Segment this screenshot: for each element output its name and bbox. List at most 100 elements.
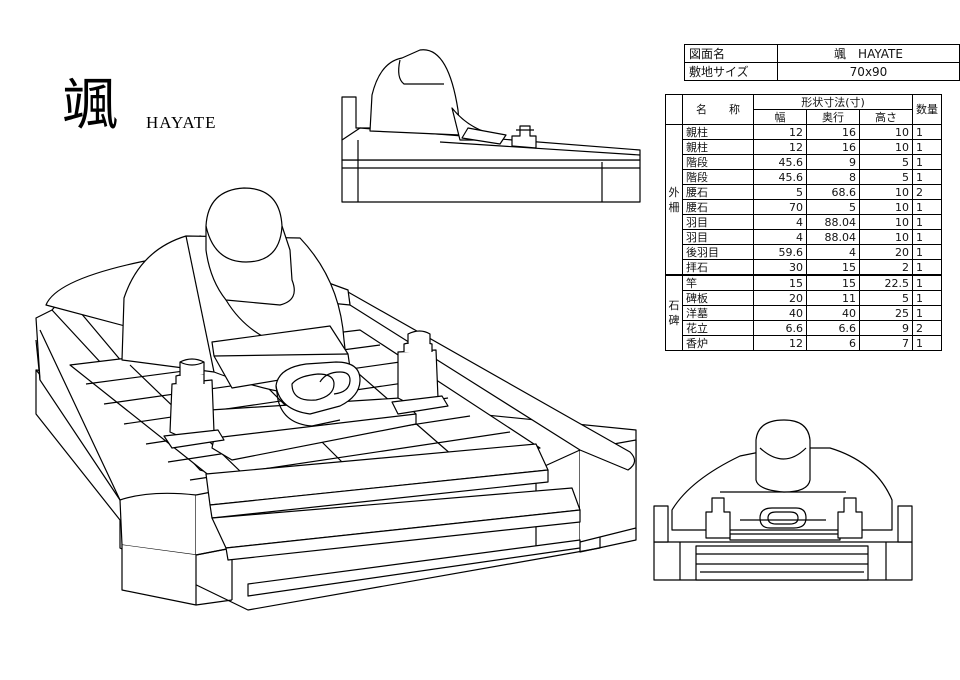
column-header-dims: 形状寸法(寸) (753, 94, 913, 110)
depth-value: 68.6 (806, 184, 860, 200)
depth-value: 11 (806, 290, 860, 306)
depth-value: 16 (806, 124, 860, 140)
front-elevation-view (654, 420, 912, 580)
width-value: 59.6 (753, 244, 807, 260)
width-value: 15 (753, 274, 807, 291)
column-header-name: 名 称 (682, 94, 754, 125)
qty-value: 1 (912, 229, 942, 245)
qty-value: 1 (912, 169, 942, 185)
column-header-height: 高さ (859, 109, 913, 125)
item-name: 碑板 (682, 290, 754, 306)
width-value: 30 (753, 259, 807, 276)
qty-value: 1 (912, 124, 942, 140)
width-value: 45.6 (753, 154, 807, 170)
item-name: 親柱 (682, 124, 754, 140)
height-value: 10 (859, 229, 913, 245)
width-value: 5 (753, 184, 807, 200)
width-value: 45.6 (753, 169, 807, 185)
qty-value: 1 (912, 244, 942, 260)
table-header-row: 名 称 形状寸法(寸) 数量 (665, 94, 942, 125)
width-value: 12 (753, 124, 807, 140)
group-label: 石碑 (665, 274, 683, 351)
height-value: 20 (859, 244, 913, 260)
item-name: 腰石 (682, 199, 754, 215)
width-value: 6.6 (753, 320, 807, 336)
info-value: 70x90 (777, 62, 960, 81)
depth-value: 6.6 (806, 320, 860, 336)
height-value: 2 (859, 259, 913, 276)
item-name: 腰石 (682, 184, 754, 200)
item-name: 拝石 (682, 259, 754, 276)
column-header-width: 幅 (753, 109, 807, 125)
depth-value: 88.04 (806, 214, 860, 230)
item-name: 親柱 (682, 139, 754, 155)
depth-value: 15 (806, 274, 860, 291)
info-row-site-size: 敷地サイズ 70x90 (684, 62, 960, 81)
column-header-depth: 奥行 (806, 109, 860, 125)
depth-value: 40 (806, 305, 860, 321)
depth-value: 9 (806, 154, 860, 170)
qty-value: 1 (912, 305, 942, 321)
depth-value: 16 (806, 139, 860, 155)
width-value: 70 (753, 199, 807, 215)
isometric-view (36, 188, 636, 610)
qty-value: 1 (912, 290, 942, 306)
depth-value: 6 (806, 335, 860, 351)
item-name: 後羽目 (682, 244, 754, 260)
group-label: 外柵 (665, 124, 683, 276)
title-kanji: 颯 (62, 73, 118, 138)
info-row-drawing-name: 図面名 颯 HAYATE (684, 44, 960, 63)
height-value: 10 (859, 199, 913, 215)
depth-value: 88.04 (806, 229, 860, 245)
side-elevation-view (342, 50, 640, 202)
qty-value: 1 (912, 154, 942, 170)
qty-value: 1 (912, 335, 942, 351)
height-value: 5 (859, 290, 913, 306)
height-value: 10 (859, 139, 913, 155)
width-value: 40 (753, 305, 807, 321)
qty-value: 1 (912, 199, 942, 215)
height-value: 10 (859, 214, 913, 230)
height-value: 10 (859, 184, 913, 200)
drawing-info-table: 図面名 颯 HAYATE 敷地サイズ 70x90 (684, 44, 960, 81)
item-name: 花立 (682, 320, 754, 336)
width-value: 4 (753, 214, 807, 230)
height-value: 5 (859, 154, 913, 170)
qty-value: 2 (912, 320, 942, 336)
item-name: 階段 (682, 169, 754, 185)
qty-value: 1 (912, 259, 942, 276)
depth-value: 4 (806, 244, 860, 260)
height-value: 25 (859, 305, 913, 321)
qty-value: 1 (912, 274, 942, 291)
item-name: 階段 (682, 154, 754, 170)
height-value: 10 (859, 124, 913, 140)
item-name: 香炉 (682, 335, 754, 351)
item-name: 羽目 (682, 229, 754, 245)
width-value: 12 (753, 335, 807, 351)
qty-value: 2 (912, 184, 942, 200)
info-label: 敷地サイズ (684, 62, 778, 81)
height-value: 5 (859, 169, 913, 185)
item-name: 洋墓 (682, 305, 754, 321)
info-label: 図面名 (684, 44, 778, 63)
column-header-qty: 数量 (912, 94, 942, 125)
qty-value: 1 (912, 214, 942, 230)
width-value: 4 (753, 229, 807, 245)
depth-value: 15 (806, 259, 860, 276)
depth-value: 5 (806, 199, 860, 215)
item-name: 竿 (682, 274, 754, 291)
